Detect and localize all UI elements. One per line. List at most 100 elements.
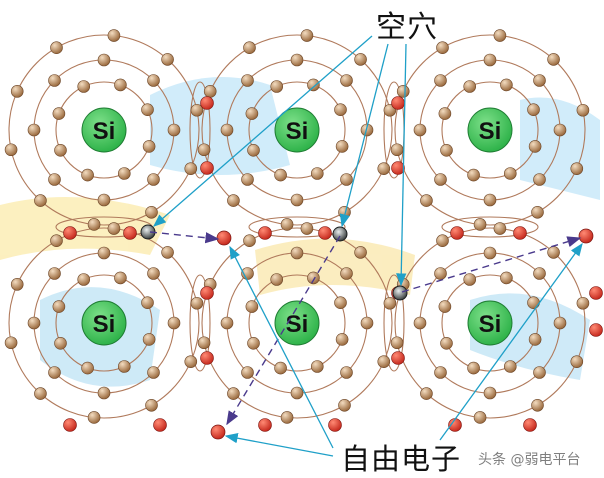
valence-electron bbox=[147, 366, 160, 379]
valence-electron bbox=[107, 29, 121, 42]
hole-pointer-arrow bbox=[153, 35, 373, 227]
orbit-ring bbox=[55, 81, 153, 179]
orbit-ring bbox=[248, 274, 346, 372]
valence-electron bbox=[245, 300, 259, 313]
valence-electron bbox=[354, 53, 367, 66]
valence-electron bbox=[50, 41, 63, 55]
valence-electron bbox=[340, 74, 353, 87]
valence-electron bbox=[483, 53, 497, 67]
electron-paths bbox=[149, 231, 582, 426]
valence-electron bbox=[290, 246, 304, 260]
valence-electron bbox=[334, 296, 347, 310]
valence-electron bbox=[527, 103, 540, 117]
valence-electron bbox=[338, 398, 351, 412]
valence-electron bbox=[280, 411, 294, 424]
valence-electron bbox=[354, 246, 367, 259]
hole-pointer-arrow bbox=[339, 43, 389, 228]
silicon-symbol: Si bbox=[479, 118, 502, 145]
valence-electron bbox=[503, 360, 517, 373]
valence-electron bbox=[473, 411, 487, 424]
valence-electron bbox=[360, 123, 374, 137]
valence-electron bbox=[184, 355, 198, 368]
orbit-ring bbox=[8, 227, 200, 419]
valence-electron bbox=[147, 173, 160, 186]
bond-electron bbox=[63, 418, 77, 432]
valence-electron bbox=[553, 123, 567, 137]
valence-electron bbox=[383, 296, 397, 310]
valence-electron bbox=[390, 143, 404, 157]
bond-electron bbox=[200, 96, 214, 110]
valence-electron bbox=[220, 316, 234, 330]
valence-electron bbox=[483, 386, 497, 400]
valence-electron bbox=[533, 74, 546, 87]
orbit-ring bbox=[8, 34, 200, 226]
valence-electron bbox=[97, 386, 111, 400]
orbit-ring bbox=[394, 227, 586, 419]
free-electron bbox=[216, 230, 232, 246]
valence-electron bbox=[547, 246, 560, 259]
valence-electron bbox=[107, 222, 121, 235]
free-electrons-label: 自由电子 bbox=[341, 442, 462, 476]
silicon-nucleus bbox=[274, 107, 320, 153]
bond-electron bbox=[391, 351, 405, 365]
holes-label: 空穴 bbox=[376, 10, 438, 45]
watermark-blob-yellow bbox=[0, 197, 170, 260]
free-electrons bbox=[210, 228, 594, 440]
valence-electron bbox=[203, 85, 217, 98]
silicon-symbol: Si bbox=[479, 311, 502, 338]
bond-electron bbox=[318, 226, 332, 240]
valence-electron bbox=[413, 316, 427, 330]
valence-electron bbox=[335, 140, 349, 153]
valence-electron bbox=[434, 267, 447, 280]
valence-electron bbox=[528, 140, 542, 153]
valence-electron bbox=[52, 300, 66, 313]
valence-electron bbox=[440, 336, 453, 350]
valence-electron bbox=[280, 218, 294, 231]
valence-electron bbox=[290, 386, 304, 400]
valence-electron bbox=[52, 107, 66, 120]
valence-electron bbox=[290, 53, 304, 67]
silicon-nucleus bbox=[81, 107, 127, 153]
valence-electron bbox=[50, 234, 63, 248]
valence-electron bbox=[274, 361, 287, 375]
silicon-nucleus bbox=[81, 300, 127, 346]
valence-electron bbox=[48, 267, 61, 280]
valence-electron bbox=[54, 336, 67, 350]
valence-electron bbox=[190, 296, 204, 310]
valence-electron bbox=[141, 103, 154, 117]
valence-electron bbox=[4, 143, 18, 157]
bond-electron bbox=[589, 286, 603, 300]
valence-electron bbox=[142, 140, 156, 153]
valence-electron bbox=[241, 74, 254, 87]
valence-electron bbox=[81, 361, 94, 375]
valence-electron bbox=[334, 103, 347, 117]
orbit-ring bbox=[394, 34, 586, 226]
electron-path-arrow bbox=[226, 235, 341, 426]
valence-electron bbox=[241, 173, 254, 186]
valence-electron bbox=[360, 316, 374, 330]
valence-electron bbox=[434, 74, 447, 87]
valence-electron bbox=[270, 273, 284, 286]
bond-electron bbox=[328, 418, 342, 432]
valence-electron bbox=[340, 366, 353, 379]
valence-electron bbox=[274, 168, 287, 182]
valence-electron bbox=[87, 411, 101, 424]
valence-electron bbox=[97, 53, 111, 67]
valence-electron bbox=[77, 273, 91, 286]
valence-electron bbox=[473, 218, 487, 231]
valence-electron bbox=[147, 267, 160, 280]
silicon-symbol: Si bbox=[93, 118, 116, 145]
valence-electron bbox=[493, 29, 507, 42]
valence-electron bbox=[190, 103, 204, 117]
valence-electron bbox=[141, 296, 154, 310]
valence-electron bbox=[270, 80, 284, 93]
bond-electron bbox=[200, 286, 214, 300]
valence-electron bbox=[197, 143, 211, 157]
valence-electron bbox=[87, 218, 101, 231]
valence-electron bbox=[310, 360, 324, 373]
valence-electron bbox=[533, 267, 546, 280]
free-electron-pointer-arrow bbox=[229, 245, 334, 449]
valence-electron bbox=[438, 107, 452, 120]
bond-electron bbox=[391, 96, 405, 110]
